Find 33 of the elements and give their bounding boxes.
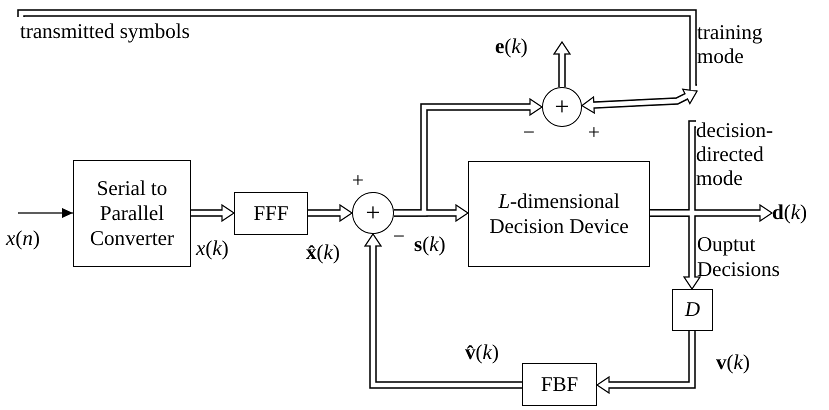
edge-label: x̂(k) [306, 240, 341, 266]
sign-label: + [352, 168, 365, 194]
sign-label: − [393, 224, 406, 250]
sign-label: + [588, 120, 601, 146]
double-line [17, 9, 700, 92]
summing-junction: + [542, 87, 582, 127]
double-line-arrow [394, 98, 543, 217]
mode-label: training mode [697, 20, 797, 92]
summing-junction: + [352, 192, 394, 234]
edge-label: v̂(k) [465, 340, 500, 366]
mode-label: decision-directed mode [696, 118, 808, 194]
double-line-arrow [553, 41, 571, 87]
signal-label: transmitted symbols [20, 17, 260, 47]
filter-box: FBF [522, 363, 597, 406]
signal-label: d(k) [772, 199, 829, 227]
filter-box: FFF [234, 192, 308, 235]
edge-label: x(k) [196, 236, 230, 262]
arrow [18, 208, 73, 218]
double-line-arrow [581, 88, 698, 114]
sign-label: − [523, 120, 536, 146]
double-line-arrow [364, 233, 522, 389]
double-line [650, 120, 696, 217]
double-line-arrow [596, 331, 696, 394]
double-line-arrow [308, 204, 353, 222]
edge-label: Ouptut Decisions [697, 232, 781, 282]
edge-label: v(k) [716, 350, 751, 376]
edge-label: s(k) [414, 232, 447, 258]
edge-label: e(k) [495, 34, 529, 60]
double-line-arrow [191, 204, 235, 222]
decision-box: L-dimensional Decision Device [468, 161, 650, 267]
edge-label: x(n) [6, 226, 41, 252]
delay-box: D [672, 289, 713, 331]
converter-box: Serial to Parallel Converter [73, 160, 191, 267]
